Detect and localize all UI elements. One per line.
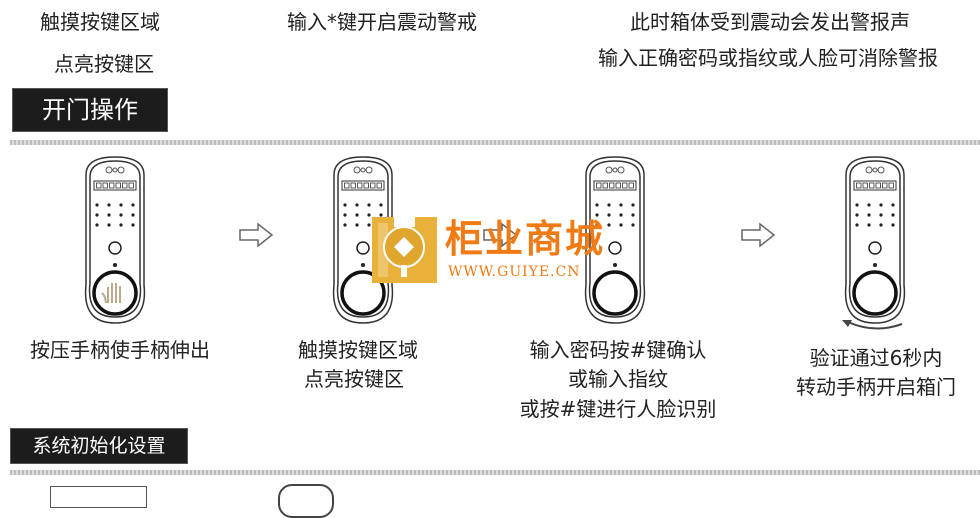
arrow-right-icon [741,222,776,248]
lock-illustration [584,156,646,324]
top-caption-alarm: 输入*键开启震动警戒 [287,10,477,34]
section-header-open-door: 开门操作 [12,88,168,132]
caption-line: 点亮按键区 [304,367,404,391]
caption-line: 触摸按键区域 [298,338,418,362]
caption-line: 输入密码按#键确认 [529,338,707,362]
watermark-title: 柜业商城 [445,217,606,261]
lock-illustration [84,156,146,324]
caption-line: 点亮按键区 [54,52,154,76]
rotate-arrow-icon [842,320,903,330]
caption-line: 按压手柄使手柄伸出 [30,338,210,362]
lock-diagram-partial [278,484,334,518]
section-header-system-init: 系统初始化设置 [10,428,188,464]
arrow-right-icon [483,222,518,248]
lock-illustration [844,156,906,324]
caption-line: 转动手柄开启箱门 [796,375,956,399]
device-diagram-partial [50,486,147,508]
caption-line: 验证通过6秒内 [809,346,943,370]
caption-line: 或输入指纹 [568,367,668,391]
watermark-logo-icon [372,217,437,283]
caption-line: 触摸按键区域 [40,10,160,34]
arrow-right-icon [239,222,274,248]
section-divider [10,470,980,475]
caption-line: 或按#键进行人脸识别 [519,397,717,421]
section-divider [10,140,980,145]
caption-line: 此时箱体受到震动会发出警报声 [630,10,910,34]
watermark-url: WWW.GUIYE.CN [448,264,581,280]
caption-line: 输入正确密码或指纹或人脸可消除警报 [598,46,938,70]
